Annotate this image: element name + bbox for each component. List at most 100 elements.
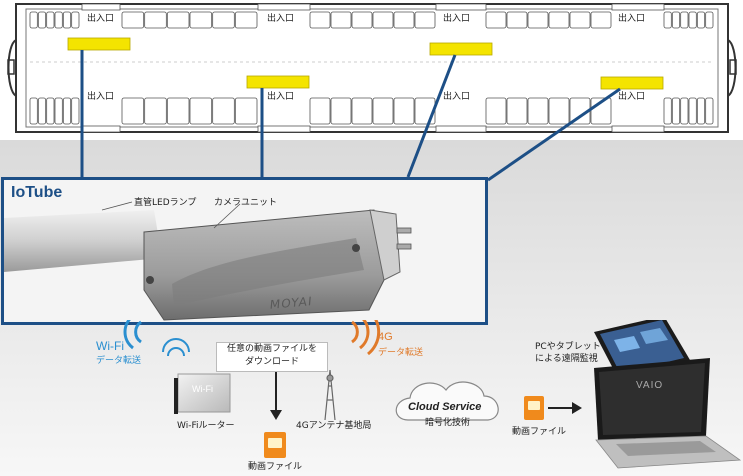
seat [46,11,55,29]
seat [372,11,394,29]
seat [189,11,213,29]
antenna-tower-icon [324,369,336,421]
wifi-signal-icon [123,320,142,350]
seat [121,11,145,29]
seat [372,97,394,125]
seat [54,97,63,125]
seat [351,11,373,29]
wifi-sub-label: データ転送 [96,356,142,366]
seat [144,11,167,29]
seat [71,97,80,125]
seat [705,11,714,29]
router-device-text: Wi-Fi [192,384,213,394]
door-opening [81,125,121,133]
seat [62,11,72,29]
router-label: Wi-Fiルーター [177,421,235,431]
led-lamp-3 [429,42,493,56]
video-file-label: 動画ファイル [512,427,567,437]
seat [688,11,697,29]
door-label: 出入口 [443,92,471,102]
seat [37,11,47,29]
antenna-label: 4Gアンテナ基地局 [296,421,372,431]
iotube-title: IoTube [11,184,63,201]
led-tube [4,210,162,272]
seat [29,11,38,29]
seat [166,97,190,125]
seat [663,11,672,29]
seat [29,97,38,125]
download-callout: 任意の動画ファイルを ダウンロード [216,342,328,372]
door-opening [435,3,487,11]
cloud-icon [395,381,499,421]
lte-label: 4G [378,331,393,343]
door-opening [257,3,311,11]
door-label: 出入口 [267,92,295,102]
seat [506,11,528,29]
door-opening [257,125,311,133]
door-label: 出入口 [87,92,115,102]
door-label: 出入口 [618,14,646,24]
seat [548,11,570,29]
camera-unit-label: カメラユニット [214,198,278,208]
door-label: 出入口 [618,92,646,102]
door-label: 出入口 [87,14,115,24]
seat [527,11,549,29]
video-file-icon [264,432,286,458]
remote-monitor-line1: PCやタブレット [535,342,601,352]
video-file-icon [524,396,544,420]
door-opening [611,3,665,11]
seat [671,97,681,125]
seat [351,97,373,125]
seat [671,11,681,29]
remote-monitor-line2: による遠隔監視 [535,354,598,364]
lte-signal-icon [351,320,381,356]
download-text-line1: 任意の動画ファイルを [226,344,317,354]
led-lamp-1 [67,37,131,51]
seat [705,97,714,125]
seat [414,11,436,29]
wifi-label: Wi-Fi [96,339,124,353]
iotube-illustration [4,201,412,321]
wifi-router [162,338,231,414]
seat [485,11,507,29]
seat [680,97,689,125]
seat [54,11,63,29]
door-opening [81,3,121,11]
lte-sub-label: データ転送 [378,348,424,358]
download-text-line2: ダウンロード [244,357,299,367]
seat [688,97,697,125]
laptop-device [594,358,742,469]
video-file-label: 動画ファイル [248,462,303,472]
seat [569,11,591,29]
door-opening [611,125,665,133]
network-illustration [123,320,742,469]
seat [309,97,331,125]
seat [71,11,80,29]
seat [37,97,47,125]
seat [330,11,352,29]
seat [590,11,612,29]
led-lamp-4 [600,76,664,90]
cloud-encryption-label: 暗号化技術 [425,418,471,428]
seat [62,97,72,125]
laptop-brand: VAIO [636,380,664,391]
seat [696,97,706,125]
seat [121,97,145,125]
seat [212,11,235,29]
seat [234,11,258,29]
seat [46,97,55,125]
seat [189,97,213,125]
seat [663,97,672,125]
door-label: 出入口 [443,14,471,24]
led-lamp-2 [246,75,310,89]
seat [696,11,706,29]
seat [330,97,352,125]
seat [680,11,689,29]
seat [212,97,235,125]
cloud-service-label: Cloud Service [408,401,482,413]
door-label: 出入口 [267,14,295,24]
led-lamp-label: 直管LEDランプ [134,198,197,208]
seat [166,11,190,29]
seat [309,11,331,29]
